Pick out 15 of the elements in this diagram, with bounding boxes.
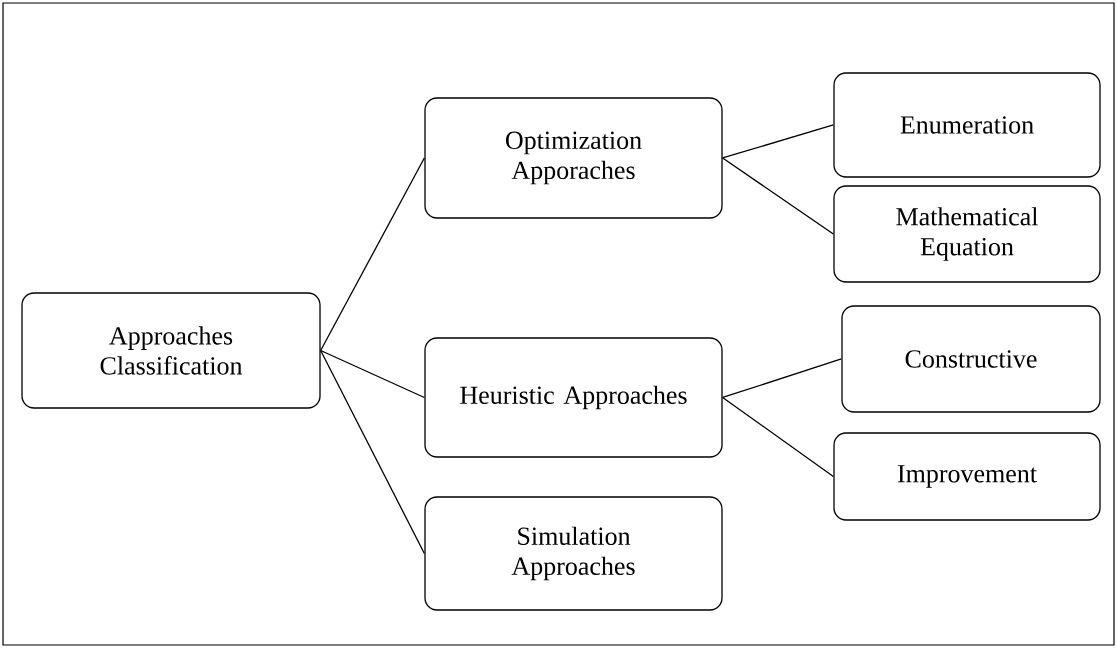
connector-line — [320, 349, 425, 399]
connector-line — [722, 358, 842, 399]
connector-line — [320, 157, 425, 352]
category-box: Mathematical Equation — [833, 185, 1101, 283]
category-box: Enumeration — [833, 72, 1101, 178]
connector-line — [722, 157, 834, 235]
connector-line — [722, 124, 834, 159]
connector-line — [722, 396, 834, 478]
category-box: Improvement — [833, 432, 1101, 521]
category-box: Optimization Apporaches — [424, 97, 723, 219]
category-box: Constructive — [841, 305, 1101, 413]
category-box: Approaches Classification — [21, 292, 321, 409]
category-box: Simulation Approaches — [424, 496, 723, 611]
connector-line — [320, 349, 425, 555]
category-box: Heuristic Approaches — [424, 337, 723, 458]
